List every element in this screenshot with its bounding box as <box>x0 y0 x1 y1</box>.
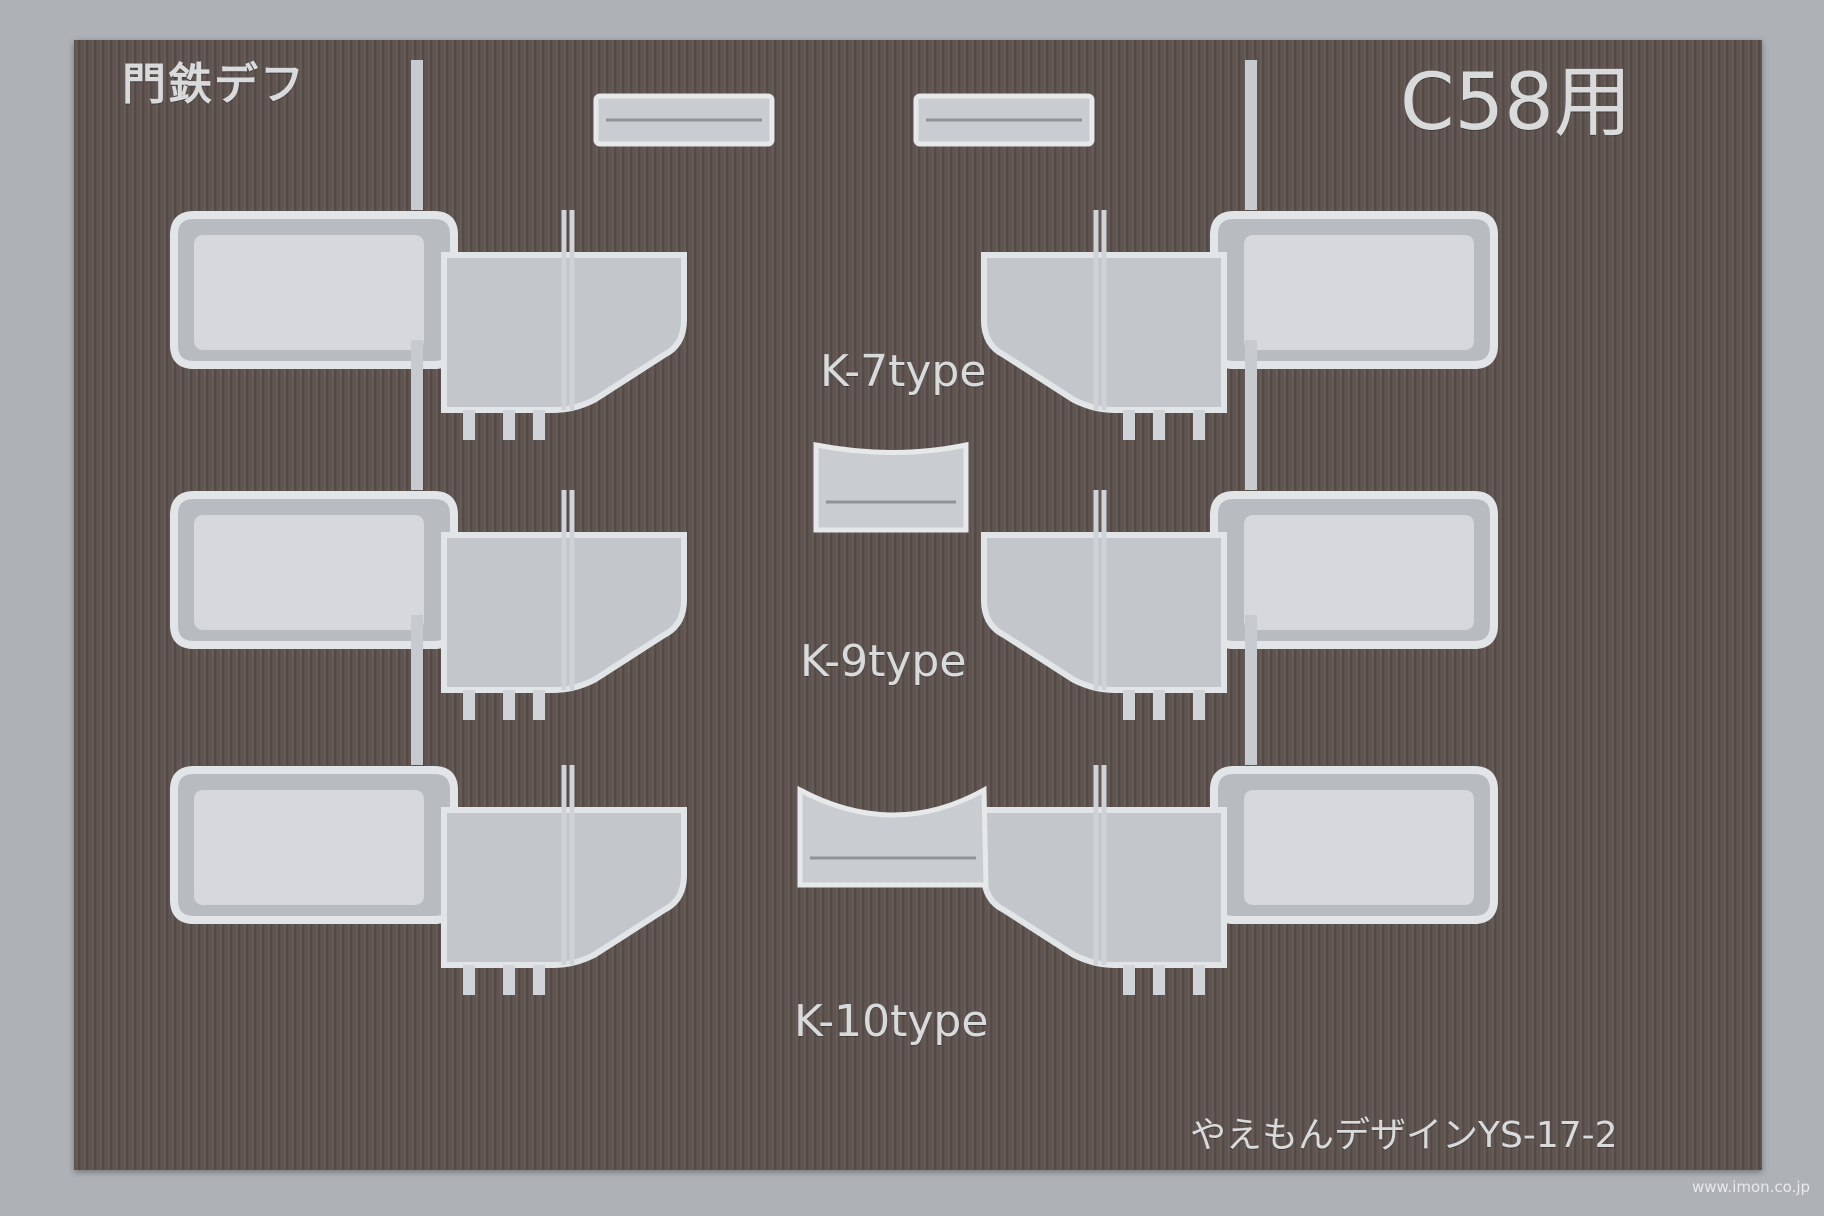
type-label-k9: K-9type <box>800 636 967 687</box>
maker-label: やえもんデザインYS-17-2 <box>1190 1115 1618 1156</box>
type-label-k7: K-7type <box>820 346 987 397</box>
etched-brass-plate: 門鉄デフ C58用 K-7type K-9type K-10type やえもんデ… <box>74 40 1762 1170</box>
brand-label: 門鉄デフ <box>122 59 306 110</box>
etched-parts-drawing <box>74 40 1762 1170</box>
model-label: C58用 <box>1400 58 1632 148</box>
type-label-k10: K-10type <box>794 996 989 1047</box>
watermark: www.imon.co.jp <box>1692 1178 1811 1196</box>
